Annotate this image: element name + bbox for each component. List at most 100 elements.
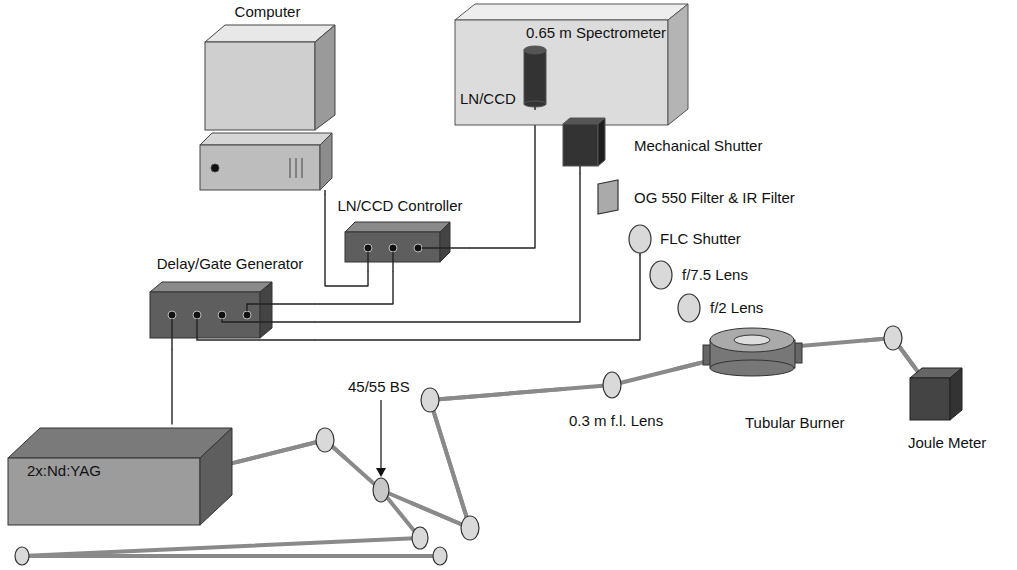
focus-lens: [603, 372, 621, 398]
port: [193, 311, 201, 319]
laser-beam: [225, 338, 935, 528]
laser-beam: [411, 389, 565, 528]
monitor-front: [205, 42, 315, 130]
focus-lens-node: 0.3 m f.l. Lens: [565, 368, 675, 432]
laser-top: [8, 428, 232, 458]
mirror: [316, 428, 334, 452]
cable-stub: [392, 252, 393, 272]
vent: [302, 158, 303, 178]
base-front: [200, 145, 320, 190]
laser-side: [200, 428, 232, 525]
component-label: 0.3 m f.l. Lens: [569, 412, 663, 430]
component-label: Computer: [235, 3, 301, 21]
spectrometer-top: [455, 4, 688, 20]
vent: [296, 158, 297, 178]
pointer-head: [376, 468, 386, 477]
port: [168, 311, 176, 319]
component-label: LN/CCD Controller: [337, 197, 462, 215]
flc-disc: [629, 225, 651, 253]
spectrometer-side: [668, 4, 688, 125]
component-label: Joule Meter: [908, 434, 986, 452]
optics: [15, 180, 902, 565]
component-label: 2x:Nd:YAG: [27, 462, 101, 480]
controller-side: [440, 222, 450, 262]
cable-stub: [222, 319, 315, 322]
cable-stub: [171, 319, 172, 350]
collection-lens-node: f/7.5 Lens: [644, 260, 769, 290]
burner-nozzle: [734, 335, 770, 345]
mirror: [412, 527, 428, 549]
joule-meter-symbol: [910, 368, 962, 420]
port: [364, 244, 372, 252]
mirror: [421, 388, 439, 412]
component-label: 45/55 BS: [348, 378, 410, 396]
computer-symbol: [200, 25, 335, 190]
laser-symbol: [8, 428, 232, 525]
laser-node: 2x:Nd:YAG: [5, 424, 237, 530]
component-label: Tubular Burner: [745, 414, 845, 432]
computer-node: Computer: [195, 3, 340, 195]
generator-side: [260, 282, 272, 338]
burner-symbol: [703, 328, 802, 376]
monitor-side: [315, 25, 335, 130]
joule-meter-node: Joule Meter: [900, 368, 1008, 456]
controller-top: [345, 222, 450, 232]
monitor-top: [205, 25, 335, 42]
cable-stub: [197, 319, 315, 340]
base-side: [320, 133, 332, 190]
mirror: [15, 547, 29, 565]
shutter-front: [563, 124, 598, 166]
pointer-arrow: [376, 400, 386, 477]
laser-front: [8, 458, 200, 525]
burner-top: [710, 328, 794, 352]
ccd-cylinder: [524, 50, 546, 104]
port: [218, 311, 226, 319]
port: [414, 244, 422, 252]
component-label: f/2 Lens: [710, 299, 763, 317]
signal-cable: [315, 174, 580, 322]
cable-stub: [324, 190, 325, 195]
cable-stub: [367, 252, 368, 272]
ccd-cylinder-bottom: [524, 101, 546, 107]
cable-stub: [172, 107, 640, 350]
collection-lens-node: f/2 Lens: [672, 293, 782, 323]
cable-stub: [422, 247, 470, 248]
port: [243, 311, 251, 319]
burner-node: Tubular Burner: [700, 326, 865, 436]
signal-cable: [171, 350, 172, 424]
mirror: [461, 516, 479, 540]
component-label: Delay/Gate Generator: [157, 255, 304, 273]
component-label: f/7.5 Lens: [682, 266, 748, 284]
cable-stub: [534, 107, 535, 110]
ccd-controller-node: LN/CCD Controller: [330, 197, 470, 272]
delay-generator-symbol: [150, 282, 272, 338]
beam-splitter-plate: [373, 478, 389, 502]
generator-top: [150, 282, 272, 292]
vent: [290, 158, 291, 178]
delay-generator-node: Delay/Gate Generator: [145, 255, 315, 350]
mirror: [433, 547, 447, 565]
component-label: LN/CCD: [460, 90, 516, 108]
spectrometer-front: [455, 20, 668, 125]
optical-filter-node: OG 550 Filter & IR Filter: [592, 178, 852, 218]
controller-symbol: [345, 222, 450, 262]
component-label: OG 550 Filter & IR Filter: [634, 189, 795, 207]
signal-cable: [315, 256, 640, 340]
collection-lens: [650, 261, 672, 289]
port: [389, 244, 397, 252]
signal-cable: [315, 272, 393, 304]
mechanical-shutter-node: Mechanical Shutter: [556, 118, 806, 174]
pointer-line: [380, 400, 381, 470]
power-button: [211, 164, 219, 172]
meter-front: [910, 378, 950, 420]
cable-stub: [247, 304, 315, 311]
signal-cable: [470, 110, 535, 248]
meter-side: [950, 368, 962, 420]
ccd-cylinder-top: [524, 46, 546, 54]
flc-shutter-node: FLC Shutter: [624, 222, 754, 256]
filter-plate: [598, 180, 618, 214]
collection-lens: [678, 294, 700, 322]
component-label: 0.65 m Spectrometer: [526, 24, 666, 42]
ccd-camera-node: LN/CCD: [460, 50, 550, 110]
